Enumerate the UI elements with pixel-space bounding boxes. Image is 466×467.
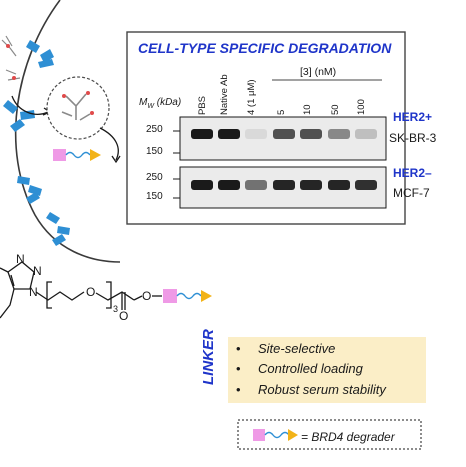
chem-wavy-linker	[176, 292, 202, 300]
lane-label-compound-4: 4 (1 μM)	[246, 79, 257, 115]
legend-square-icon	[253, 429, 265, 441]
panel-title: CELL-TYPE SPECIFIC DEGRADATION	[138, 40, 392, 56]
sk-br-3-band-lane-4	[273, 129, 295, 139]
linker-feature-site-selective: Site-selective	[258, 341, 336, 356]
mcf-7-band-lane-2	[218, 180, 240, 190]
atom-o-ether: O	[86, 285, 96, 299]
chemical-structure	[0, 261, 162, 319]
payload-arrow-icon	[90, 149, 101, 161]
lane-label-100nm: 100	[356, 99, 367, 115]
receptor-icon	[17, 176, 42, 204]
lane-label-pbs: PBS	[197, 95, 208, 115]
mw-label: MW (kDa)	[139, 97, 182, 110]
bullet-marker: •	[236, 341, 241, 356]
mcf-7-band-lane-6	[328, 180, 350, 190]
bullet-marker: •	[236, 361, 241, 376]
chem-arrow-icon	[201, 290, 212, 302]
mcf-7-band-lane-1	[191, 180, 213, 190]
atom-o-carbonyl: O	[119, 309, 129, 323]
linker-feature-controlled-loading: Controlled loading	[258, 361, 363, 376]
sk-br-3-band-lane-7	[355, 129, 377, 139]
lane-label-10nm: 10	[302, 104, 313, 115]
ladder-ticks	[173, 130, 180, 199]
linker-box	[228, 337, 426, 403]
cell-line-mcf-7: MCF-7	[393, 186, 430, 200]
cell-membrane	[14, 0, 121, 263]
release-arrow	[99, 127, 119, 161]
ladder-150-bottom: 150	[146, 191, 163, 202]
sk-br-3-band-lane-3	[245, 129, 267, 139]
endosome	[46, 76, 110, 140]
sk-br-3-band-lane-1	[191, 129, 213, 139]
antibody-conjugate-icon	[1, 35, 21, 81]
lane-label-native-ab: Native Ab	[219, 74, 230, 115]
receptor-icon	[3, 100, 35, 132]
sk-br-3-band-lane-5	[300, 129, 322, 139]
atom-n1: N	[29, 285, 38, 299]
ladder-150-top: 150	[146, 146, 163, 157]
lane-label-5nm: 5	[276, 109, 287, 115]
conc-label: [3] (nM)	[300, 66, 337, 78]
sk-br-3-band-lane-6	[328, 129, 350, 139]
lane-label-50nm: 50	[330, 104, 341, 115]
internalization-arrow	[11, 95, 49, 115]
antibody-in-endosome-icon	[61, 91, 94, 121]
mcf-7-band-lane-7	[355, 180, 377, 190]
legend-box	[237, 419, 422, 450]
bullet-marker: •	[236, 382, 241, 397]
her2-positive-label: HER2+	[393, 110, 433, 124]
linker-feature-serum-stability: Robust serum stability	[258, 382, 386, 397]
payload-square-icon	[53, 149, 66, 161]
sk-br-3-band-lane-2	[218, 129, 240, 139]
linker-title: LINKER	[200, 329, 217, 385]
legend-text: = BRD4 degrader	[301, 430, 395, 444]
her2-negative-label: HER2–	[393, 166, 432, 180]
atom-o-ester: O	[142, 289, 152, 303]
mcf-7-band-lane-5	[300, 180, 322, 190]
atom-n-top: N	[16, 252, 25, 266]
mcf-7-band-lane-3	[245, 180, 267, 190]
payload-wavy-linker	[65, 151, 91, 159]
mcf-7-band-lane-4	[273, 180, 295, 190]
receptor-icon	[26, 40, 54, 68]
legend-arrow-icon	[288, 429, 298, 441]
chem-payload-square-icon	[163, 289, 177, 303]
ladder-250-top: 250	[146, 124, 163, 135]
atom-n-right: N	[33, 264, 42, 278]
ladder-250-bottom: 250	[146, 172, 163, 183]
legend-wavy-linker	[264, 431, 290, 439]
receptor-icon	[46, 212, 70, 246]
cell-line-sk-br-3: SK-BR-3	[389, 131, 437, 145]
repeat-subscript: 3	[113, 304, 119, 314]
